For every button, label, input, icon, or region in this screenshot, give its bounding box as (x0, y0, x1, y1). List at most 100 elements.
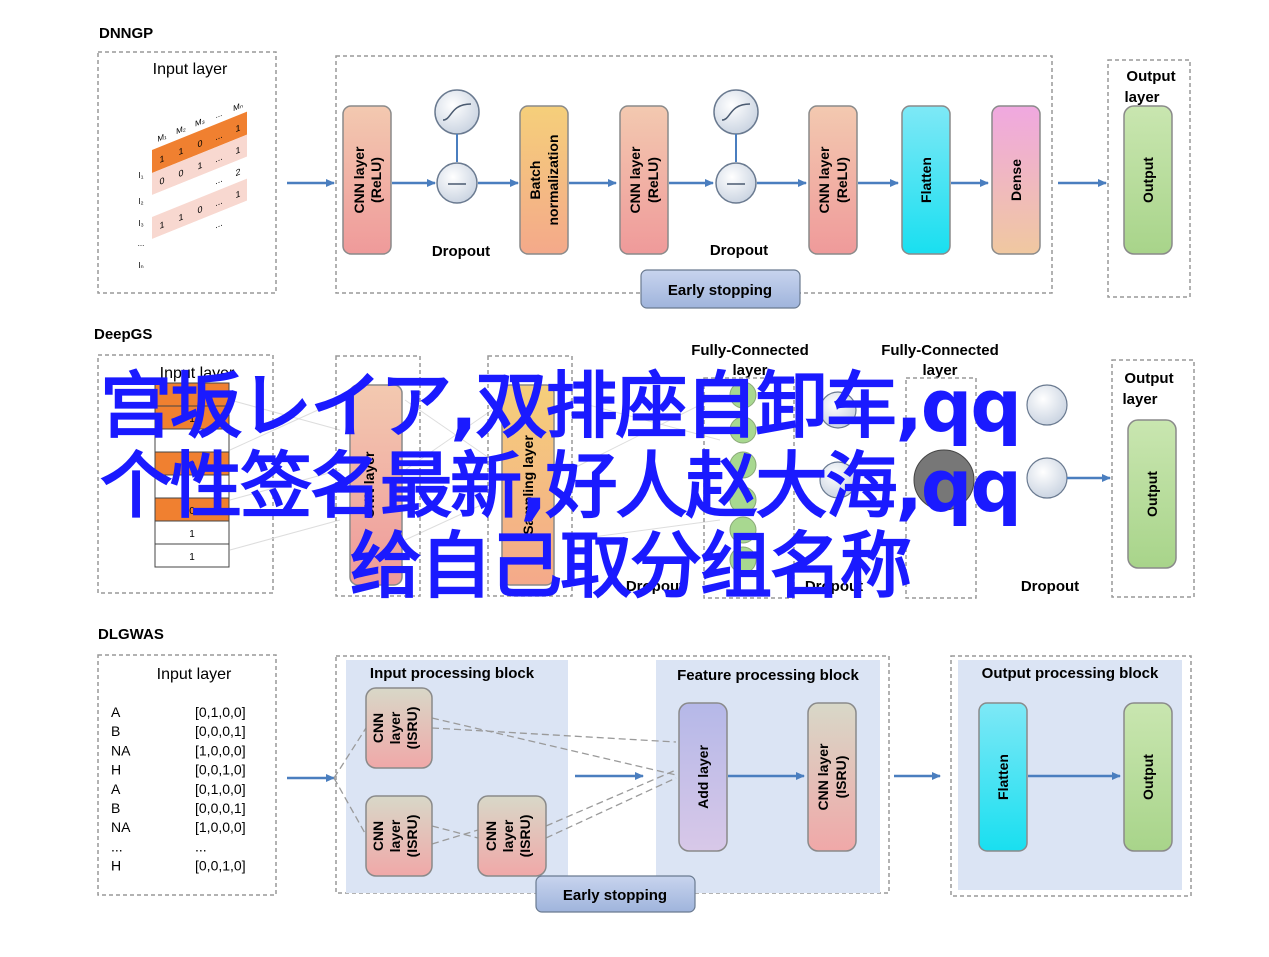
matrix-cell: 1 (235, 189, 240, 201)
matrix-cell: 0 (197, 204, 202, 216)
dnngp-early-stopping (640, 269, 801, 309)
deepgs-fc1-title-2: layer (732, 362, 767, 379)
deepgs-fc1-title-1: Fully-Connected (691, 342, 809, 359)
matrix-cell: 1 (235, 145, 240, 157)
fc2-neuron (913, 449, 975, 511)
connector (333, 727, 367, 779)
matrix-cell: ... (215, 152, 223, 165)
dlgwas-section: DLGWAS Input layer A[0,1,0,0]B[0,0,0,1]N… (97, 626, 1192, 913)
dnngp-flatten-label: Flatten (918, 157, 934, 203)
watermark-line-3: 给自己取分组名称 (349, 524, 912, 608)
fc-neuron (729, 451, 757, 479)
matrix-cell: ... (215, 130, 223, 143)
matrix-cell: 0 (159, 175, 164, 187)
dlgwas-cnn-isru-3 (477, 795, 547, 877)
deepgs-sampling-layer (501, 384, 555, 586)
matrix-cell: 2 (235, 167, 240, 179)
matrix-row-label: Iₙ (138, 261, 143, 270)
matrix-row-label: I₁ (139, 171, 144, 180)
dlgwas-genotype: ... (111, 838, 123, 854)
dnngp-activation-node-1 (434, 89, 480, 135)
dlgwas-genotype: H (111, 762, 121, 778)
cnn-isru-1-label-2: layer (387, 711, 403, 744)
dnngp-cnn-layer-3 (808, 105, 858, 255)
dlgwas-early-stopping (535, 875, 696, 913)
dnngp-output-title-1: Output (1126, 68, 1175, 85)
deepgs-output-frame (1111, 359, 1195, 598)
mesh-line (229, 399, 341, 451)
matrix-row-label: I₂ (138, 197, 143, 206)
dnngp-dropout-label-2: Dropout (710, 242, 768, 259)
dnngp-cnn2-label-2: (ReLU) (645, 157, 661, 203)
dlgwas-flatten-label: Flatten (995, 754, 1011, 800)
deepgs-output-label: Output (1144, 471, 1160, 517)
fc-neuron (729, 486, 757, 514)
matrix-row-label: I₃ (138, 219, 143, 228)
dlgwas-genotype: A (111, 781, 121, 797)
dnngp-cnn2-label-1: CNN layer (627, 146, 643, 213)
input-block-title: Input processing block (370, 665, 535, 682)
deepgs-input-title: Input layer (160, 365, 235, 382)
cnn-isru-1-label-3: (ISRU) (404, 707, 420, 750)
deepgs-input-value: 1 (189, 529, 195, 540)
dlgwas-output-label: Output (1140, 754, 1156, 800)
dnngp-cnn3-label-2: (ReLU) (834, 157, 850, 203)
dnngp-output-node (1123, 105, 1173, 255)
cnn-isru-3-label-3: (ISRU) (517, 815, 533, 858)
matrix-col-label: M₂ (176, 123, 186, 137)
deepgs-cnn-layer (349, 384, 403, 586)
deepgs-fc2-title-1: Fully-Connected (881, 342, 999, 359)
deepgs-output-title-2: layer (1122, 391, 1157, 408)
dlgwas-encoding: [1,0,0,0] (195, 819, 246, 835)
cnn-isru-2-label-3: (ISRU) (404, 815, 420, 858)
deepgs-fc2-title-2: layer (922, 362, 957, 379)
mesh-line (229, 469, 341, 501)
dlgwas-input-frame (97, 654, 277, 896)
fc-neuron (729, 516, 757, 544)
deepgs-sampling-label: Sampling layer (520, 435, 536, 535)
dlgwas-input-rows: A[0,1,0,0]B[0,0,0,1]NA[1,0,0,0]H[0,0,1,0… (111, 704, 246, 874)
dnngp-output-label: Output (1140, 157, 1156, 203)
matrix-cell: 1 (178, 212, 183, 224)
dnngp-output-title-2: layer (1124, 89, 1159, 106)
dlgwas-encoding: [0,0,0,1] (195, 723, 246, 739)
dnngp-cnn1-label-2: (ReLU) (368, 157, 384, 203)
connector (545, 769, 677, 827)
watermark-line-2: 个性签名最新,好人赵大海,qq (100, 444, 1022, 528)
mesh-line (569, 399, 721, 441)
matrix-col-label: Mₙ (233, 100, 243, 114)
mesh-line (569, 394, 721, 471)
matrix-cell: ... (215, 196, 223, 209)
dnngp-dropout-node-2 (715, 162, 757, 204)
connector (545, 777, 677, 839)
dlgwas-encoding: [0,0,1,0] (195, 762, 246, 778)
dnngp-early-stopping-label: Early stopping (668, 282, 772, 299)
matrix-cell: 1 (235, 123, 240, 135)
dlgwas-genotype: H (111, 858, 121, 874)
cnn-isru-2-label-2: layer (387, 819, 403, 852)
deepgs-input-frame (97, 354, 274, 594)
sigmoid-icon (721, 103, 751, 121)
dlgwas-early-stopping-label: Early stopping (563, 887, 667, 904)
fc-gate-node (819, 391, 857, 429)
dlgwas-flatten (978, 702, 1028, 852)
dlgwas-genotype: NA (111, 819, 131, 835)
deepgs-input-value: 1 (189, 414, 195, 425)
add-layer-label: Add layer (695, 745, 711, 809)
matrix-col-label: ... (216, 108, 223, 120)
connector (431, 717, 677, 776)
dnngp-dropout-label-1: Dropout (432, 243, 490, 260)
mesh-line (569, 519, 721, 541)
mesh-line (229, 519, 341, 551)
dlgwas-encoding: [0,1,0,0] (195, 704, 246, 720)
matrix-cell: 0 (178, 168, 183, 180)
cnn-isru-1-label-1: CNN (370, 713, 386, 743)
dnngp-section: DNNGP Input layer 110...1001...1...2110.… (97, 25, 1191, 309)
matrix-col-label: M₃ (195, 115, 205, 129)
cnn-isru-2-label-1: CNN (370, 821, 386, 851)
